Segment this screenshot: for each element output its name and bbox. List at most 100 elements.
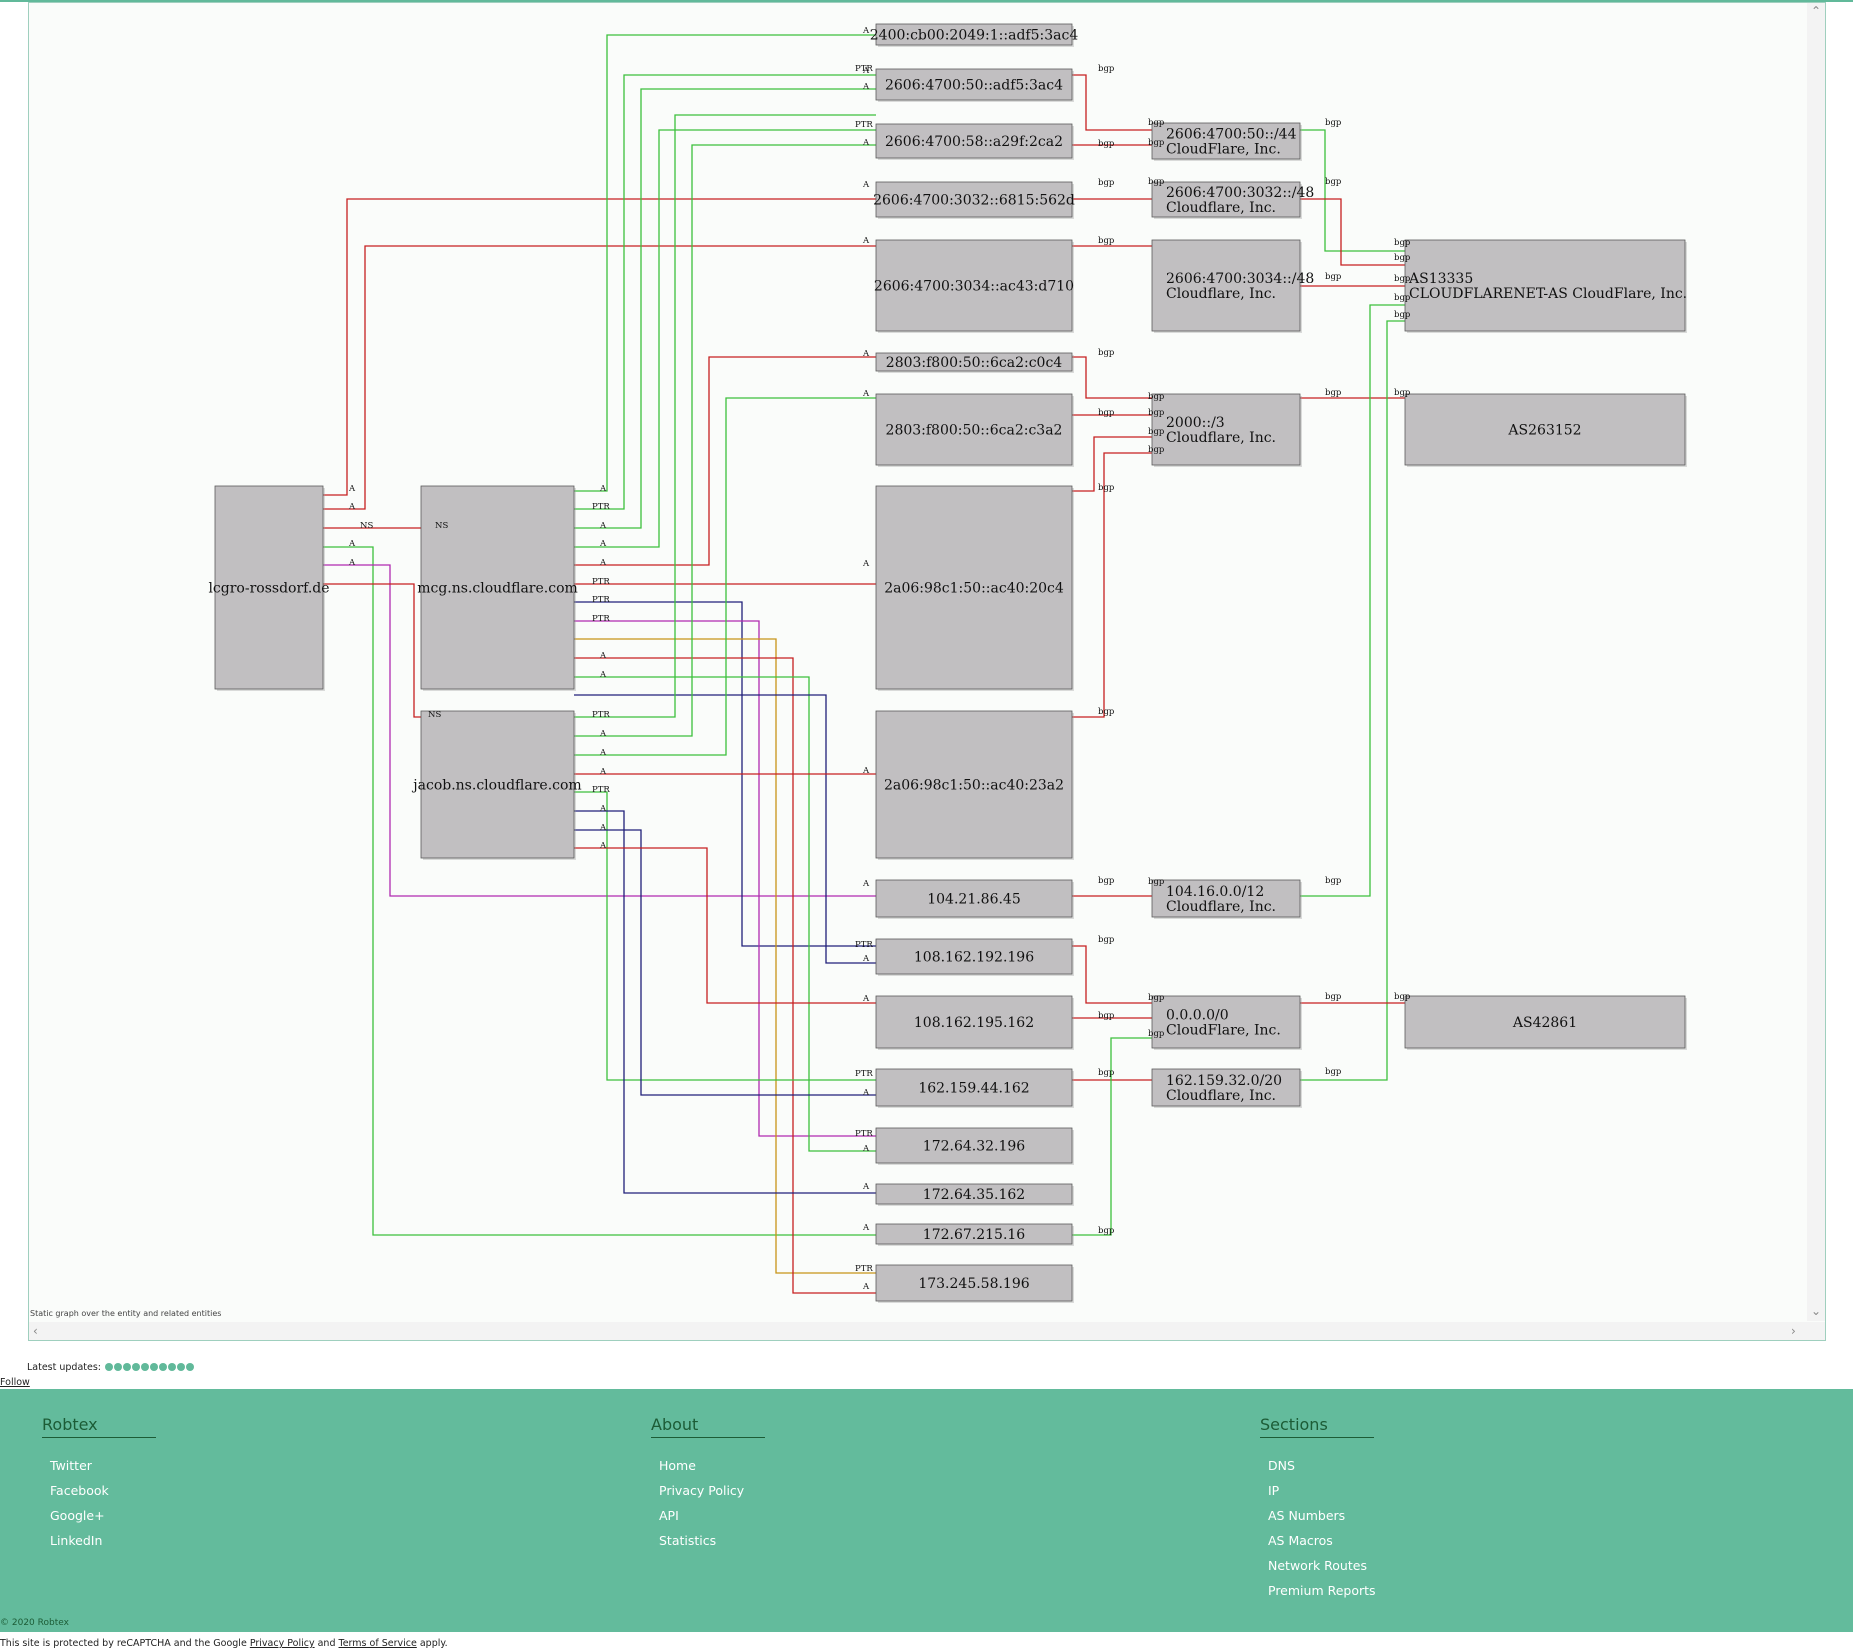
graph-node-ip162[interactable]: 162.159.44.162 (875, 1068, 1074, 1108)
edge-label-ptr: PTR (855, 1129, 873, 1139)
update-dot[interactable] (159, 1363, 168, 1371)
footer-link-facebook[interactable]: Facebook (50, 1483, 109, 1498)
scroll-right-icon[interactable]: › (1791, 1324, 1796, 1338)
edge-red (1072, 74, 1152, 131)
graph-node-ip2606a[interactable]: 2606:4700:50::adf5:3ac4 (875, 68, 1074, 102)
footer-link-network-routes[interactable]: Network Routes (1268, 1558, 1367, 1573)
graph-node-ip2803a[interactable]: 2803:f800:50::6ca2:c0c4 (875, 352, 1074, 373)
graph-node-label: CloudFlare, Inc. (1166, 1023, 1281, 1039)
graph-node-label: 2000::/3 (1166, 415, 1225, 431)
latest-updates: Latest updates: (27, 1362, 195, 1373)
edge-label-a: A (862, 879, 870, 889)
footer-link-premium-reports[interactable]: Premium Reports (1268, 1583, 1376, 1598)
footer-link-privacy-policy[interactable]: Privacy Policy (659, 1483, 745, 1498)
footer-link-api[interactable]: API (659, 1508, 679, 1523)
graph-node-ip2606b[interactable]: 2606:4700:58::a29f:2ca2 (875, 123, 1074, 160)
recaptcha-and: and (317, 1638, 336, 1649)
footer-link-home[interactable]: Home (659, 1458, 696, 1473)
graph-node-label: CloudFlare, Inc. (1166, 142, 1281, 158)
edge-green (1072, 1037, 1152, 1236)
recaptcha-privacy-link[interactable]: Privacy Policy (249, 1638, 315, 1649)
edge-label-bgp: bgp (1098, 408, 1115, 418)
edge-ns-lcgro-jacob (323, 583, 421, 718)
latest-updates-label: Latest updates: (27, 1362, 102, 1373)
edge-label-a: A (599, 804, 607, 814)
edge-label-a: A (862, 954, 870, 964)
scroll-down-icon[interactable]: ⌄ (1811, 1304, 1822, 1318)
graph-node-ip108b[interactable]: 108.162.195.162 (875, 995, 1074, 1050)
edge-label-ptr: PTR (855, 120, 873, 130)
edge-label-bgp: bgp (1098, 64, 1115, 74)
graph-node-ip104[interactable]: 104.21.86.45 (875, 879, 1074, 919)
edge-label-a: A (348, 539, 356, 549)
footer-link-as-macros[interactable]: AS Macros (1268, 1533, 1333, 1548)
edge-label-bgp: bgp (1148, 118, 1165, 128)
graph-node-as263152[interactable]: AS263152 (1404, 393, 1687, 467)
graph-node-ip2a06b[interactable]: 2a06:98c1:50::ac40:23a2 (875, 710, 1074, 860)
recaptcha-terms-link[interactable]: Terms of Service (338, 1638, 417, 1649)
graph-node-label: 2606:4700:58::a29f:2ca2 (885, 134, 1063, 150)
footer-link-ip[interactable]: IP (1268, 1483, 1280, 1498)
footer-link-googleplus[interactable]: Google+ (50, 1508, 105, 1523)
edge-layer (323, 34, 1405, 1294)
graph-node-label: 2606:4700:3034::/48 (1166, 271, 1314, 287)
edge-label-bgp: bgp (1394, 238, 1411, 248)
graph-node-mcg[interactable]: mcg.ns.cloudflare.com (417, 485, 578, 691)
graph-node-label: Cloudflare, Inc. (1166, 286, 1276, 302)
footer-link-linkedin[interactable]: LinkedIn (50, 1533, 103, 1548)
update-dot[interactable] (150, 1363, 159, 1371)
edge-green (574, 129, 876, 548)
update-dot[interactable] (168, 1363, 177, 1371)
graph-node-ip2606c[interactable]: 2606:4700:3032::6815:562d (873, 181, 1075, 219)
graph-node-label: CLOUDFLARENET-AS CloudFlare, Inc. (1409, 286, 1687, 302)
graph-node-ip172b[interactable]: 172.64.35.162 (875, 1183, 1074, 1206)
follow-link[interactable]: Follow (0, 1377, 30, 1388)
footer-link-twitter[interactable]: Twitter (50, 1458, 92, 1473)
graph-node-ip2803b[interactable]: 2803:f800:50::6ca2:c3a2 (875, 393, 1074, 467)
footer-link-dns[interactable]: DNS (1268, 1458, 1295, 1473)
graph-node-ip108a[interactable]: 108.162.192.196 (875, 938, 1074, 976)
edge-label-bgp: bgp (1148, 445, 1165, 455)
vertical-scrollbar[interactable]: ⌃ ⌄ (1807, 3, 1825, 1321)
horizontal-scrollbar[interactable]: ‹ › (29, 1322, 1825, 1340)
footer-link-as-numbers[interactable]: AS Numbers (1268, 1508, 1346, 1523)
graph-node-ip2a06a[interactable]: 2a06:98c1:50::ac40:20c4 (875, 485, 1074, 691)
graph-viewport[interactable]: lcgro-rossdorf.de mcg.ns.cloudflare.com ja… (28, 2, 1826, 1341)
update-dot[interactable] (141, 1363, 150, 1371)
scroll-left-icon[interactable]: ‹ (33, 1324, 38, 1338)
edge-green (574, 114, 876, 718)
graph-node-as42861[interactable]: AS42861 (1404, 995, 1687, 1050)
graph-node-ip172a[interactable]: 172.64.32.196 (875, 1127, 1074, 1165)
update-dot[interactable] (123, 1363, 132, 1371)
graph-node-ip2400[interactable]: 2400:cb00:2049:1::adf5:3ac4 (870, 23, 1079, 47)
update-dot[interactable] (186, 1363, 195, 1371)
graph-node-label: Cloudflare, Inc. (1166, 430, 1276, 446)
edge-a-lcgro-2606c (323, 198, 876, 496)
edge-label-a: A (599, 748, 607, 758)
update-dot[interactable] (177, 1363, 186, 1371)
update-dot[interactable] (132, 1363, 141, 1371)
edge-a-lcgro-2606d (323, 245, 876, 510)
footer-link-statistics[interactable]: Statistics (659, 1533, 717, 1548)
edge-label-a: A (862, 1144, 870, 1154)
update-dot[interactable] (114, 1363, 123, 1371)
graph-node-jacob[interactable]: jacob.ns.cloudflare.com (411, 710, 582, 860)
scroll-up-icon[interactable]: ⌃ (1811, 4, 1822, 18)
edge-red (574, 657, 876, 1294)
graph-node-ip172c[interactable]: 172.67.215.16 (875, 1223, 1074, 1246)
edge-navy (574, 694, 876, 964)
footer-heading: Sections (1260, 1415, 1374, 1438)
update-dot[interactable] (105, 1363, 114, 1371)
graph-node-lcgro[interactable]: lcgro-rossdorf.de (208, 485, 330, 691)
edge-red (574, 847, 876, 1004)
graph-node-ip2606d[interactable]: 2606:4700:3034::ac43:d710 (874, 239, 1074, 333)
graph-node-ip173[interactable]: 173.245.58.196 (875, 1264, 1074, 1303)
